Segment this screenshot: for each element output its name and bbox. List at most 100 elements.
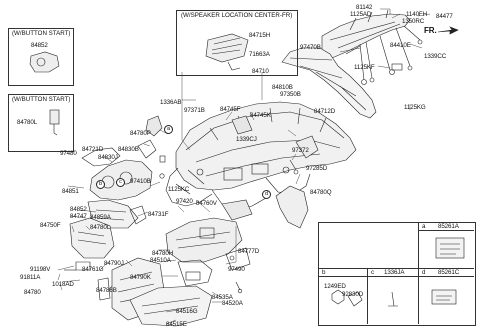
part-label: 84712D <box>314 108 336 115</box>
legend-letter-b: b <box>322 269 326 276</box>
air-duct <box>281 47 377 119</box>
switch-part-icon <box>49 109 60 136</box>
part-label: 84535A <box>212 294 233 301</box>
legend-part-c: 1336JA <box>384 269 405 276</box>
part-label: 84516G <box>176 308 198 315</box>
part-label: 84830J <box>98 154 118 161</box>
part-label: 84859A <box>90 214 111 221</box>
inset-title: (W/SPEAKER LOCATION CENTER-FR) <box>181 12 293 19</box>
part-label: 84780P <box>130 130 151 137</box>
part-label: 84477 <box>436 13 453 20</box>
part-label: 84760V <box>196 200 217 207</box>
legend-divider <box>418 222 419 268</box>
part-label: 1125AD <box>350 11 372 18</box>
part-label: 97372 <box>292 147 309 154</box>
part-label: 84790K <box>130 274 151 281</box>
crash-pad <box>165 101 357 211</box>
cowl-cross-bar <box>321 9 423 85</box>
button-start-part-icon <box>29 51 60 73</box>
inset-title: (W/BUTTON START) <box>12 96 71 103</box>
legend-grid <box>318 222 476 326</box>
part-label: 1339CC <box>424 53 447 60</box>
inset-box-button-start-top: (W/BUTTON START) 84852 <box>8 28 74 86</box>
legend-letter-a: a <box>422 223 426 230</box>
part-label: 84761G <box>82 266 104 273</box>
fr-marker: FR. <box>424 26 437 35</box>
inset-box-speaker: (W/SPEAKER LOCATION CENTER-FR) 84715H 71… <box>176 10 298 76</box>
part-label: 84852 <box>31 42 48 49</box>
part-label: 97410B <box>130 178 151 185</box>
small-fasteners <box>159 155 299 294</box>
part-label: 84747 <box>70 213 87 220</box>
legend-part-a: 85261A <box>438 223 459 230</box>
part-label: 91198V <box>30 266 51 273</box>
part-label: 84715H <box>249 32 271 39</box>
callout-circle-d: d <box>262 190 271 199</box>
part-label: 97350B <box>280 91 301 98</box>
legend-divider <box>367 268 368 324</box>
legend-part-b1: 1249ED <box>324 283 346 290</box>
center-lower-cover <box>165 199 253 263</box>
part-label: 97420 <box>176 198 193 205</box>
part-label: 1350RC <box>402 18 425 25</box>
legend-divider <box>418 268 419 324</box>
part-label: 84750F <box>40 222 61 229</box>
part-label: 84830B <box>118 146 139 153</box>
part-label: 1336AB <box>160 99 182 106</box>
part-label: 84721D <box>82 146 104 153</box>
part-label: 84710 <box>252 68 269 75</box>
part-label: 84790J <box>104 260 124 267</box>
callout-circle-a: a <box>164 125 173 134</box>
part-label: 84780L <box>90 224 111 231</box>
part-label: 1140FH <box>406 11 427 18</box>
part-label: 81142 <box>356 4 373 11</box>
part-label: 84745K <box>250 112 271 119</box>
part-label: 84780Q <box>310 189 332 196</box>
part-label: 84731F <box>148 211 169 218</box>
speaker-grille <box>205 33 249 71</box>
cluster-fascia <box>81 115 163 229</box>
legend-artwork <box>331 237 465 307</box>
part-label: 84851 <box>62 188 79 195</box>
part-label: 1125KG <box>404 104 426 111</box>
side-cover-right <box>275 185 309 229</box>
legend-letter-d: d <box>422 269 426 276</box>
legend-letter-c: c <box>371 269 374 276</box>
part-label: 84780H <box>152 250 174 257</box>
callout-circle-c: c <box>116 178 125 187</box>
legend-part-d: 85261C <box>438 269 460 276</box>
legend-divider <box>418 230 474 231</box>
part-label: 1125KF <box>354 64 375 71</box>
part-label: 84810B <box>272 84 293 91</box>
part-label: 1125KC <box>168 186 190 193</box>
fr-arrow <box>437 26 459 35</box>
part-label: 1018AD <box>52 281 74 288</box>
part-label: 84780 <box>24 289 41 296</box>
part-label: 84410E <box>390 42 411 49</box>
part-label: 97480 <box>60 150 77 157</box>
part-label: 84510A <box>150 257 171 264</box>
part-label: 84520A <box>222 300 243 307</box>
part-label: 84515E <box>166 321 187 328</box>
part-label: 84852 <box>70 206 87 213</box>
legend-part-b2: 92830D <box>342 291 364 298</box>
callout-circle-b: b <box>96 180 105 189</box>
part-label: 97371B <box>184 107 205 114</box>
part-label: 84780L <box>17 119 38 126</box>
part-label: 1339CJ <box>236 136 257 143</box>
part-label: 71663A <box>249 51 270 58</box>
part-label: 84777D <box>238 248 260 255</box>
legend-divider <box>318 268 474 269</box>
part-label: 97470B <box>300 44 321 51</box>
part-label: 97490 <box>228 266 245 273</box>
part-label: 91811A <box>20 274 41 281</box>
legend-divider <box>318 276 474 277</box>
glove-box <box>129 259 213 327</box>
inset-box-button-start-bottom: (W/BUTTON START) 84780L <box>8 94 74 152</box>
part-label: 84745F <box>220 106 241 113</box>
inset-title: (W/BUTTON START) <box>12 30 71 37</box>
part-label: 97285D <box>306 165 328 172</box>
side-cover-upper <box>295 135 319 159</box>
